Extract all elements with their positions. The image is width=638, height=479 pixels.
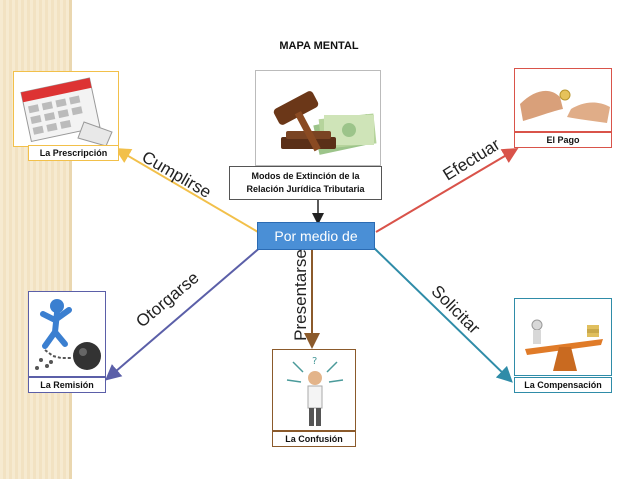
balance-seesaw-icon [525, 319, 603, 371]
calendar-icon [20, 77, 113, 146]
svg-text:?: ? [312, 356, 317, 367]
confusion-box: La Confusión [272, 431, 356, 447]
ball-chain-image [28, 291, 106, 377]
background-stripe-edge [69, 0, 72, 479]
center-concept-line-2: Relación Jurídica Tributaria [246, 184, 365, 194]
prescripcion-label: La Prescripción [39, 148, 108, 158]
compensacion-box: La Compensación [514, 377, 612, 393]
arrow-compensacion [371, 245, 513, 383]
center-concept-line-1: Modos de Extinción de la [251, 171, 360, 181]
remision-label: La Remisión [40, 380, 94, 390]
prescripcion-box: La Prescripción [28, 145, 119, 161]
confused-man-image: ? [272, 349, 356, 431]
confused-man-icon: ? [286, 356, 344, 426]
handshake-image [514, 68, 612, 132]
page-title: MAPA MENTAL [279, 40, 359, 52]
gavel-money-icon [273, 91, 377, 155]
center-concept-box: Modos de Extinción de la Relación Jurídi… [229, 166, 382, 200]
arrow-pago [375, 147, 519, 233]
balance-image [514, 298, 612, 376]
calendar-image [13, 71, 119, 147]
ball-chain-icon [35, 299, 101, 370]
hub-box: Por medio de [257, 222, 375, 250]
handshake-coin-icon [520, 89, 610, 123]
hub-label: Por medio de [274, 228, 358, 244]
arrow-remision [104, 245, 263, 381]
arrow-prescripcion [114, 147, 259, 233]
compensacion-label: La Compensación [524, 380, 602, 390]
pago-box: El Pago [514, 132, 612, 148]
gavel-money-image [255, 70, 381, 166]
confusion-label: La Confusión [285, 434, 343, 444]
pago-label: El Pago [546, 135, 580, 145]
confusion-verb: Presentarse [290, 249, 310, 341]
remision-box: La Remisión [28, 377, 106, 393]
